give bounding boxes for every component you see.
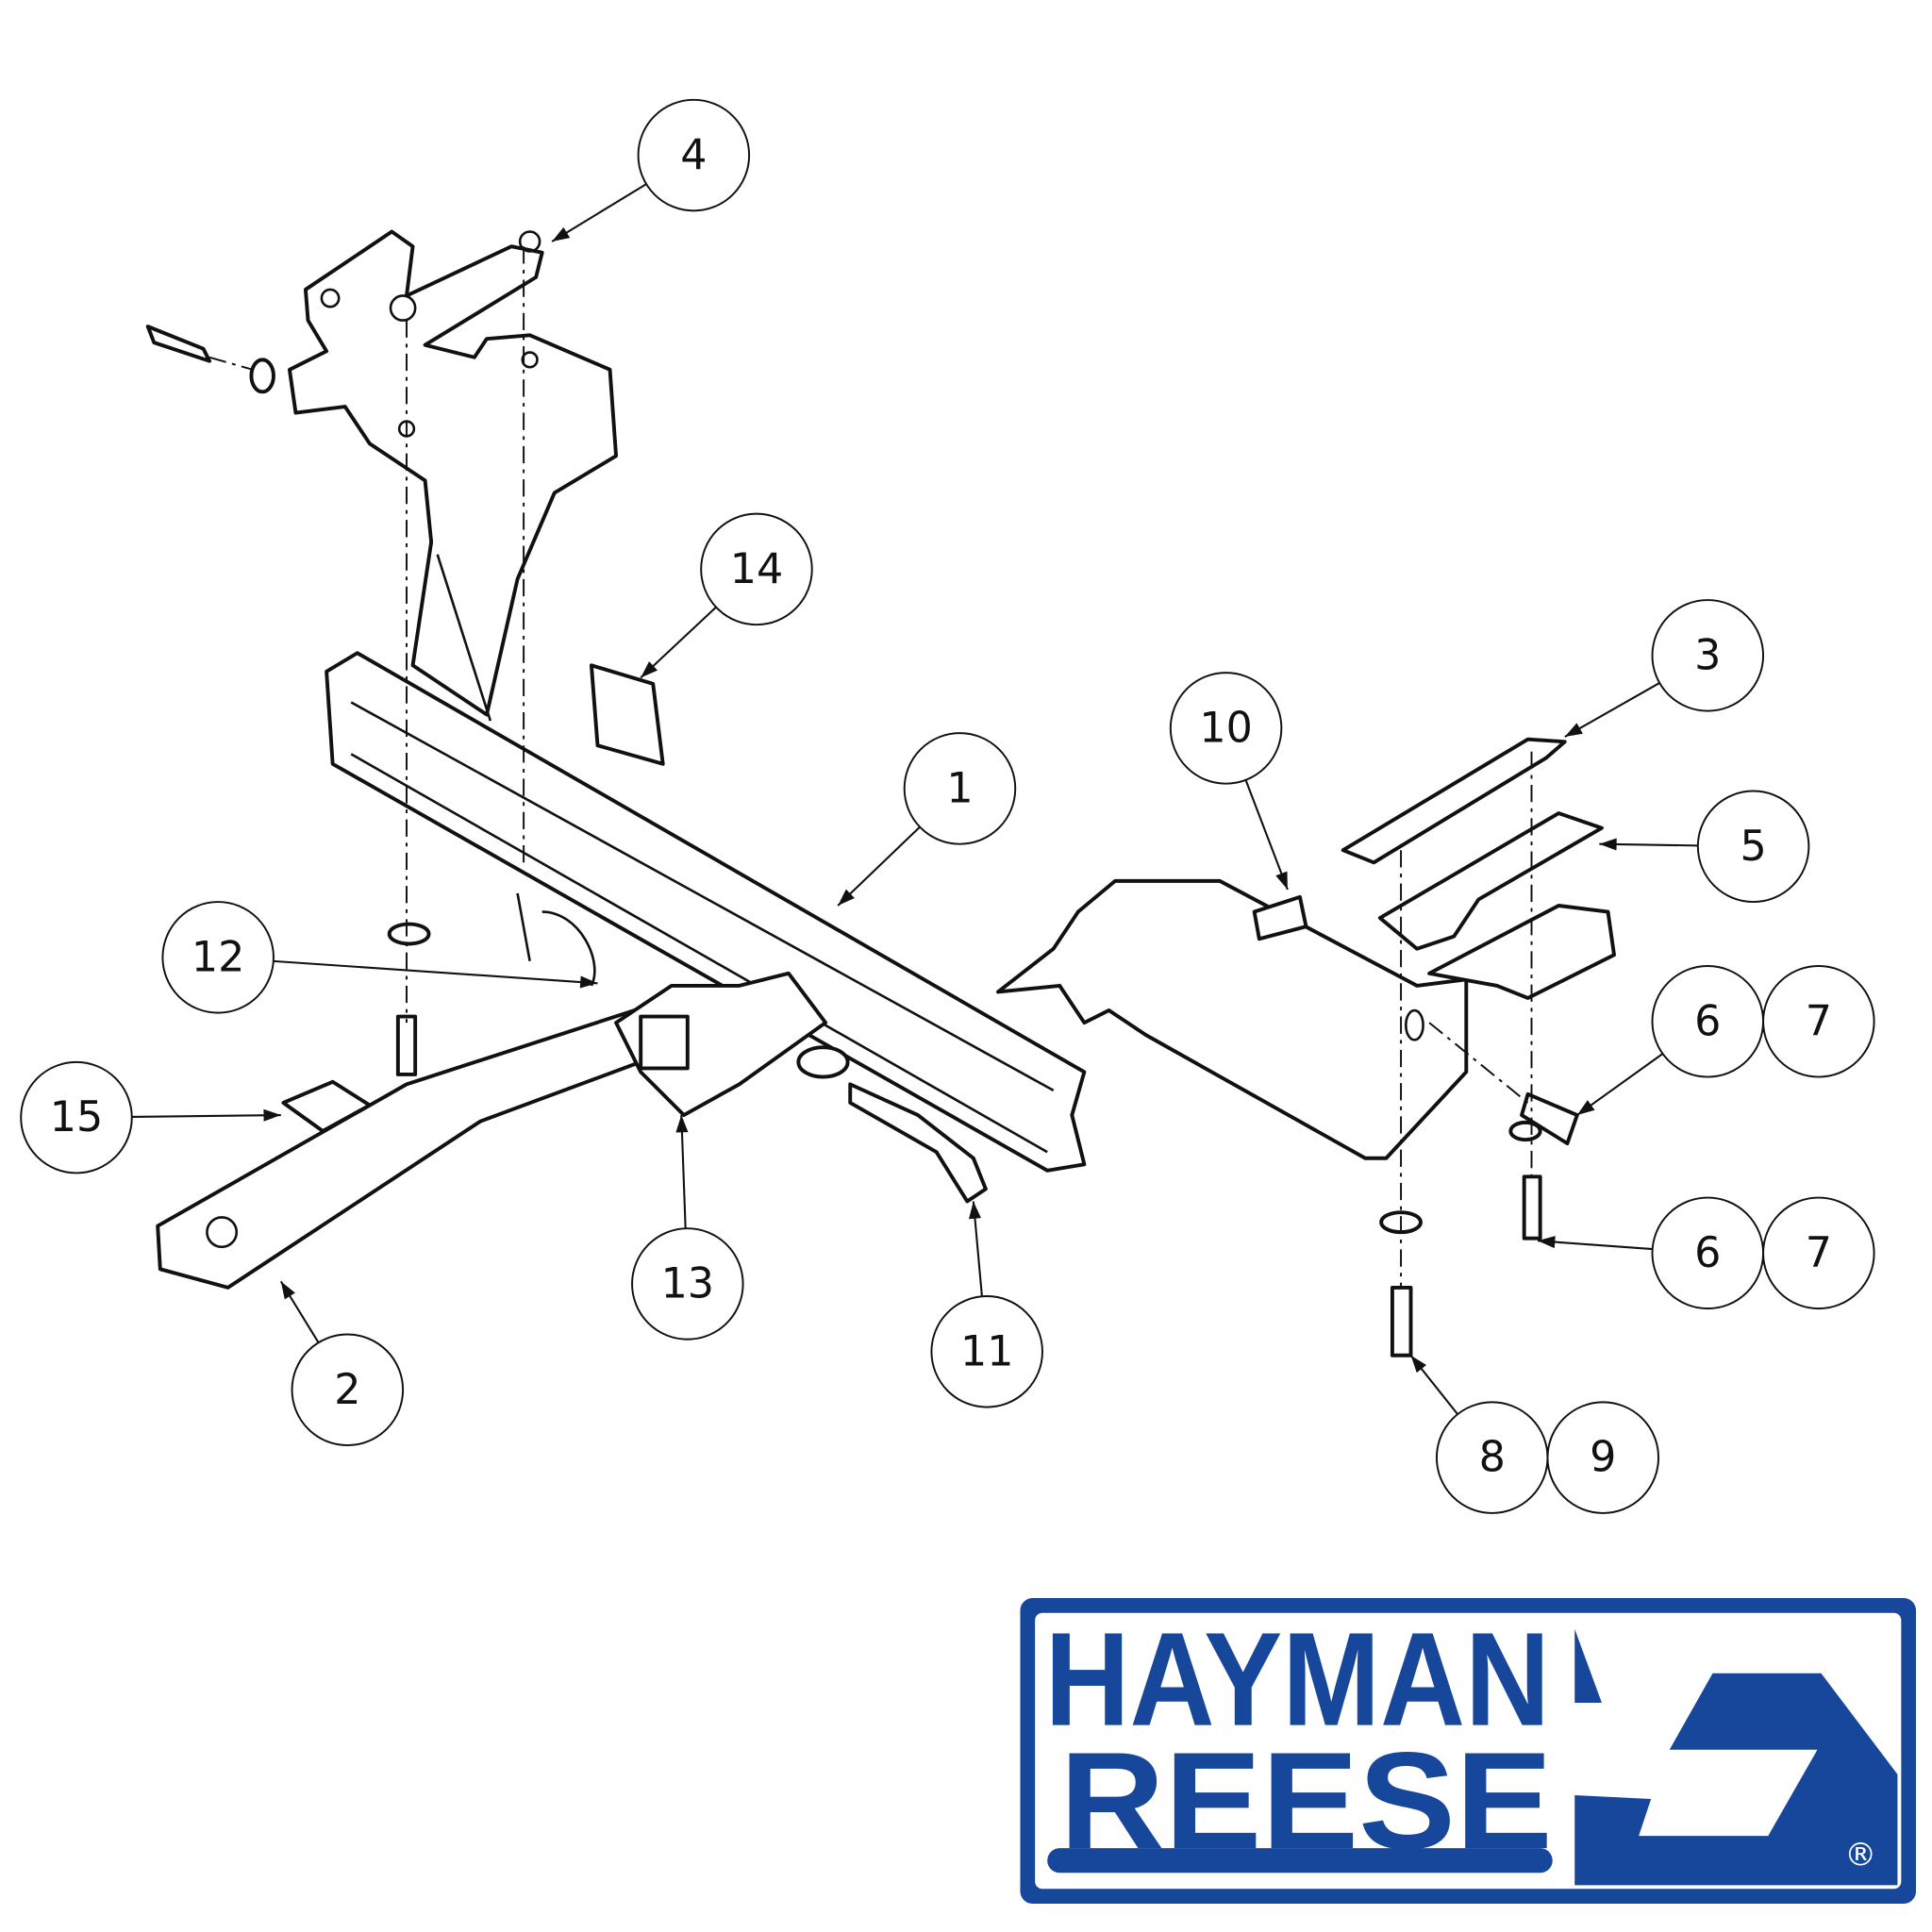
callout-label: 1 — [946, 764, 973, 812]
callout-circle — [700, 512, 813, 626]
callout-label: 14 — [730, 545, 784, 593]
callout-7: 7 — [1762, 965, 1875, 1078]
arrowhead-icon — [1564, 723, 1583, 738]
callout-7: 7 — [1762, 1196, 1875, 1310]
callout-circle — [631, 1227, 744, 1341]
ball-mount-tongue — [156, 971, 828, 1290]
callout-6: 6 — [1576, 965, 1765, 1116]
arrowhead-icon — [1538, 1236, 1556, 1249]
callout-circle — [930, 1295, 1043, 1408]
leader-line — [131, 1113, 281, 1118]
callout-label: 11 — [960, 1327, 1014, 1375]
callout-2: 2 — [279, 1280, 405, 1447]
callout-circle — [1169, 672, 1283, 785]
callout-15: 15 — [20, 1060, 281, 1174]
callout-circle — [1546, 1401, 1660, 1514]
leader-line — [551, 183, 647, 242]
callout-circle — [291, 1333, 405, 1447]
right-mounting-bracket — [1252, 737, 1616, 1000]
arrowhead-icon — [641, 661, 658, 678]
arrowhead-icon — [968, 1201, 981, 1220]
callout-10: 10 — [1169, 672, 1289, 891]
hayman-reese-logo: HAYMAN REESE ® — [1020, 1598, 1917, 1904]
callout-circle — [903, 732, 1017, 845]
hitch-pin-and-clip — [516, 892, 988, 1204]
leader-line — [273, 959, 598, 985]
leader-line — [680, 1115, 687, 1229]
callout-label: 4 — [680, 131, 707, 179]
callout-label: 6 — [1694, 997, 1721, 1045]
callout-8: 8 — [1409, 1355, 1549, 1514]
leader-line — [1244, 779, 1289, 891]
callout-label: 6 — [1694, 1229, 1721, 1277]
callout-circle — [1762, 965, 1875, 1078]
callout-6: 6 — [1537, 1196, 1765, 1310]
logo-line1: HAYMAN — [1045, 1605, 1551, 1754]
leader-line — [1576, 1053, 1664, 1116]
leader-line — [837, 825, 921, 907]
alignment-lines — [208, 246, 1533, 1288]
callout-1: 1 — [837, 732, 1017, 907]
registered-mark: ® — [1844, 1836, 1876, 1874]
callout-label: 15 — [50, 1093, 103, 1141]
arrowhead-icon — [263, 1108, 281, 1122]
arrowhead-icon — [552, 226, 571, 242]
arrowhead-icon — [579, 975, 598, 989]
callout-circle — [1651, 599, 1765, 712]
callout-14: 14 — [640, 512, 813, 679]
main-crossbar — [325, 651, 1469, 1173]
callout-circle — [20, 1060, 133, 1174]
callout-circle — [1762, 1196, 1875, 1310]
leader-line — [1564, 682, 1660, 738]
arrowhead-icon — [280, 1281, 295, 1300]
left-mounting-bracket — [145, 229, 619, 722]
arrowhead-icon — [1410, 1355, 1427, 1374]
callout-circle — [1696, 790, 1810, 904]
callout-label: 13 — [661, 1259, 715, 1307]
arrowhead-icon — [838, 889, 855, 906]
arrowhead-icon — [1576, 1100, 1595, 1116]
arrowhead-icon — [1599, 838, 1617, 851]
label-plate — [589, 663, 665, 766]
arrowhead-icon — [1275, 871, 1288, 891]
callout-13: 13 — [631, 1115, 744, 1341]
callout-11: 11 — [930, 1201, 1043, 1408]
callout-9: 9 — [1546, 1401, 1660, 1514]
callout-3: 3 — [1564, 599, 1765, 738]
callout-circle — [161, 901, 275, 1014]
callout-4: 4 — [551, 98, 751, 242]
leader-line — [1537, 1240, 1653, 1251]
arrowhead-icon — [675, 1115, 689, 1133]
logo-emblem — [1574, 1628, 1898, 1886]
callout-label: 7 — [1806, 997, 1832, 1045]
callout-5: 5 — [1599, 790, 1810, 904]
callout-12: 12 — [161, 901, 598, 1014]
callout-label: 2 — [334, 1366, 360, 1414]
callout-label: 3 — [1694, 631, 1721, 679]
callout-label: 5 — [1740, 823, 1766, 871]
callout-label: 10 — [1199, 704, 1253, 752]
callout-label: 7 — [1806, 1229, 1832, 1277]
callout-label: 9 — [1590, 1434, 1616, 1482]
callout-label: 8 — [1479, 1434, 1506, 1482]
callout-circle — [637, 98, 751, 212]
callout-label: 12 — [192, 933, 244, 981]
